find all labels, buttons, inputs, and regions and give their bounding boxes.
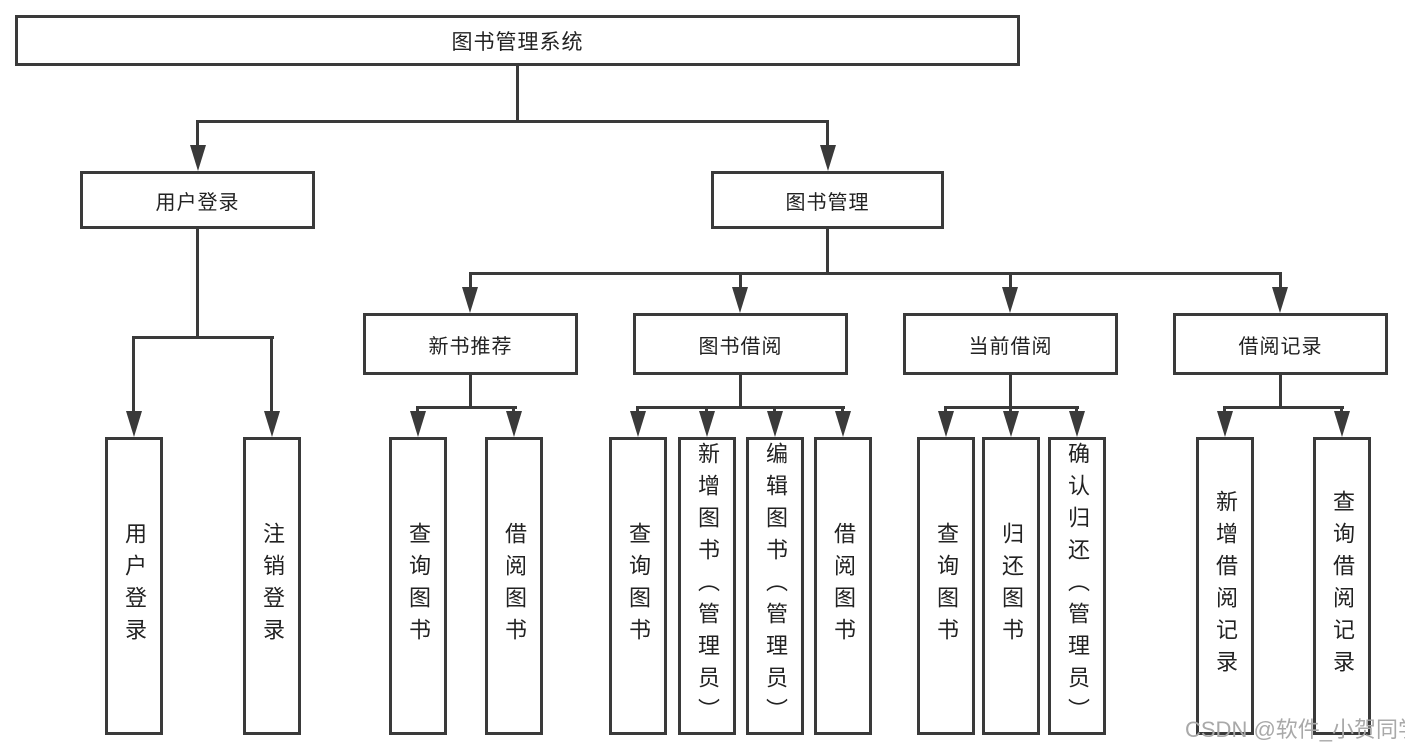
arrow-down-icon <box>264 411 280 437</box>
leaf-label: 确认归还（管理员） <box>1065 442 1090 730</box>
leaf-add-book-admin: 新增图书（管理员） <box>678 437 736 735</box>
leaf-logout: 注销登录 <box>243 437 301 735</box>
connector-line <box>705 406 708 415</box>
arrow-down-icon <box>732 287 748 313</box>
leaf-confirm-return-admin: 确认归还（管理员） <box>1048 437 1106 735</box>
leaf-label: 新增借阅记录 <box>1213 490 1238 682</box>
arrow-down-icon <box>190 145 206 171</box>
connector-line <box>132 336 274 339</box>
arrow-down-icon <box>938 411 954 437</box>
arrow-down-icon <box>1003 411 1019 437</box>
leaf-user-login: 用户登录 <box>105 437 163 735</box>
connector-line <box>636 406 639 415</box>
connector-line <box>469 272 1282 275</box>
arrow-down-icon <box>462 287 478 313</box>
csdn-watermark: CSDN @软件_小贺同学 <box>1185 717 1405 742</box>
connector-line <box>469 375 472 408</box>
leaf-label: 借阅图书 <box>502 522 527 650</box>
leaf-label: 查询图书 <box>626 522 651 650</box>
leaf-label: 归还图书 <box>999 522 1024 650</box>
connector-line <box>196 120 199 150</box>
leaf-borrow-books-borrowing: 借阅图书 <box>814 437 872 735</box>
connector-line <box>773 406 776 415</box>
connector-line <box>1009 272 1012 290</box>
leaf-add-borrow-record: 新增借阅记录 <box>1196 437 1254 735</box>
leaf-query-borrow-record: 查询借阅记录 <box>1313 437 1371 735</box>
connector-line <box>636 406 845 409</box>
leaf-query-books-current: 查询图书 <box>917 437 975 735</box>
connector-line <box>739 272 742 290</box>
node-user-login: 用户登录 <box>80 171 315 229</box>
arrow-down-icon <box>630 411 646 437</box>
connector-line <box>516 66 519 122</box>
arrow-down-icon <box>1272 287 1288 313</box>
node-current-borrowing: 当前借阅 <box>903 313 1118 375</box>
leaf-label: 查询图书 <box>934 522 959 650</box>
leaf-return-books: 归还图书 <box>982 437 1040 735</box>
arrow-down-icon <box>835 411 851 437</box>
connector-line <box>132 336 135 414</box>
arrow-down-icon <box>767 411 783 437</box>
node-book-borrowing: 图书借阅 <box>633 313 848 375</box>
leaf-query-books-recommend: 查询图书 <box>389 437 447 735</box>
leaf-label: 查询图书 <box>406 522 431 650</box>
connector-line <box>841 406 844 415</box>
connector-line <box>512 406 515 415</box>
arrow-down-icon <box>1334 411 1350 437</box>
arrow-down-icon <box>1217 411 1233 437</box>
arrow-down-icon <box>506 411 522 437</box>
connector-line <box>1279 272 1282 290</box>
leaf-label: 注销登录 <box>260 522 285 650</box>
connector-line <box>1009 406 1012 415</box>
connector-line <box>416 406 517 409</box>
leaf-label: 新增图书（管理员） <box>695 442 720 730</box>
connector-line <box>826 120 829 150</box>
connector-line <box>1009 375 1012 408</box>
connector-line <box>944 406 947 415</box>
arrow-down-icon <box>1069 411 1085 437</box>
leaf-label: 借阅图书 <box>831 522 856 650</box>
leaf-query-books-borrowing: 查询图书 <box>609 437 667 735</box>
node-library-management-system: 图书管理系统 <box>15 15 1020 66</box>
connector-line <box>416 406 419 415</box>
connector-line <box>1340 406 1343 415</box>
connector-line <box>739 375 742 408</box>
leaf-label: 用户登录 <box>122 522 147 650</box>
connector-line <box>1075 406 1078 415</box>
leaf-borrow-books-recommend: 借阅图书 <box>485 437 543 735</box>
arrow-down-icon <box>410 411 426 437</box>
arrow-down-icon <box>126 411 142 437</box>
leaf-edit-book-admin: 编辑图书（管理员） <box>746 437 804 735</box>
connector-line <box>1223 406 1344 409</box>
arrow-down-icon <box>1002 287 1018 313</box>
leaf-label: 查询借阅记录 <box>1330 490 1355 682</box>
leaf-label: 编辑图书（管理员） <box>763 442 788 730</box>
node-new-book-recommendation: 新书推荐 <box>363 313 578 375</box>
connector-line <box>1279 375 1282 408</box>
connector-line <box>1223 406 1226 415</box>
connector-line <box>196 120 829 123</box>
arrow-down-icon <box>820 145 836 171</box>
connector-line <box>469 272 472 290</box>
connector-line <box>826 229 829 275</box>
connector-line <box>270 336 273 414</box>
connector-line <box>196 229 199 339</box>
node-borrowing-records: 借阅记录 <box>1173 313 1388 375</box>
arrow-down-icon <box>699 411 715 437</box>
node-book-management: 图书管理 <box>711 171 944 229</box>
